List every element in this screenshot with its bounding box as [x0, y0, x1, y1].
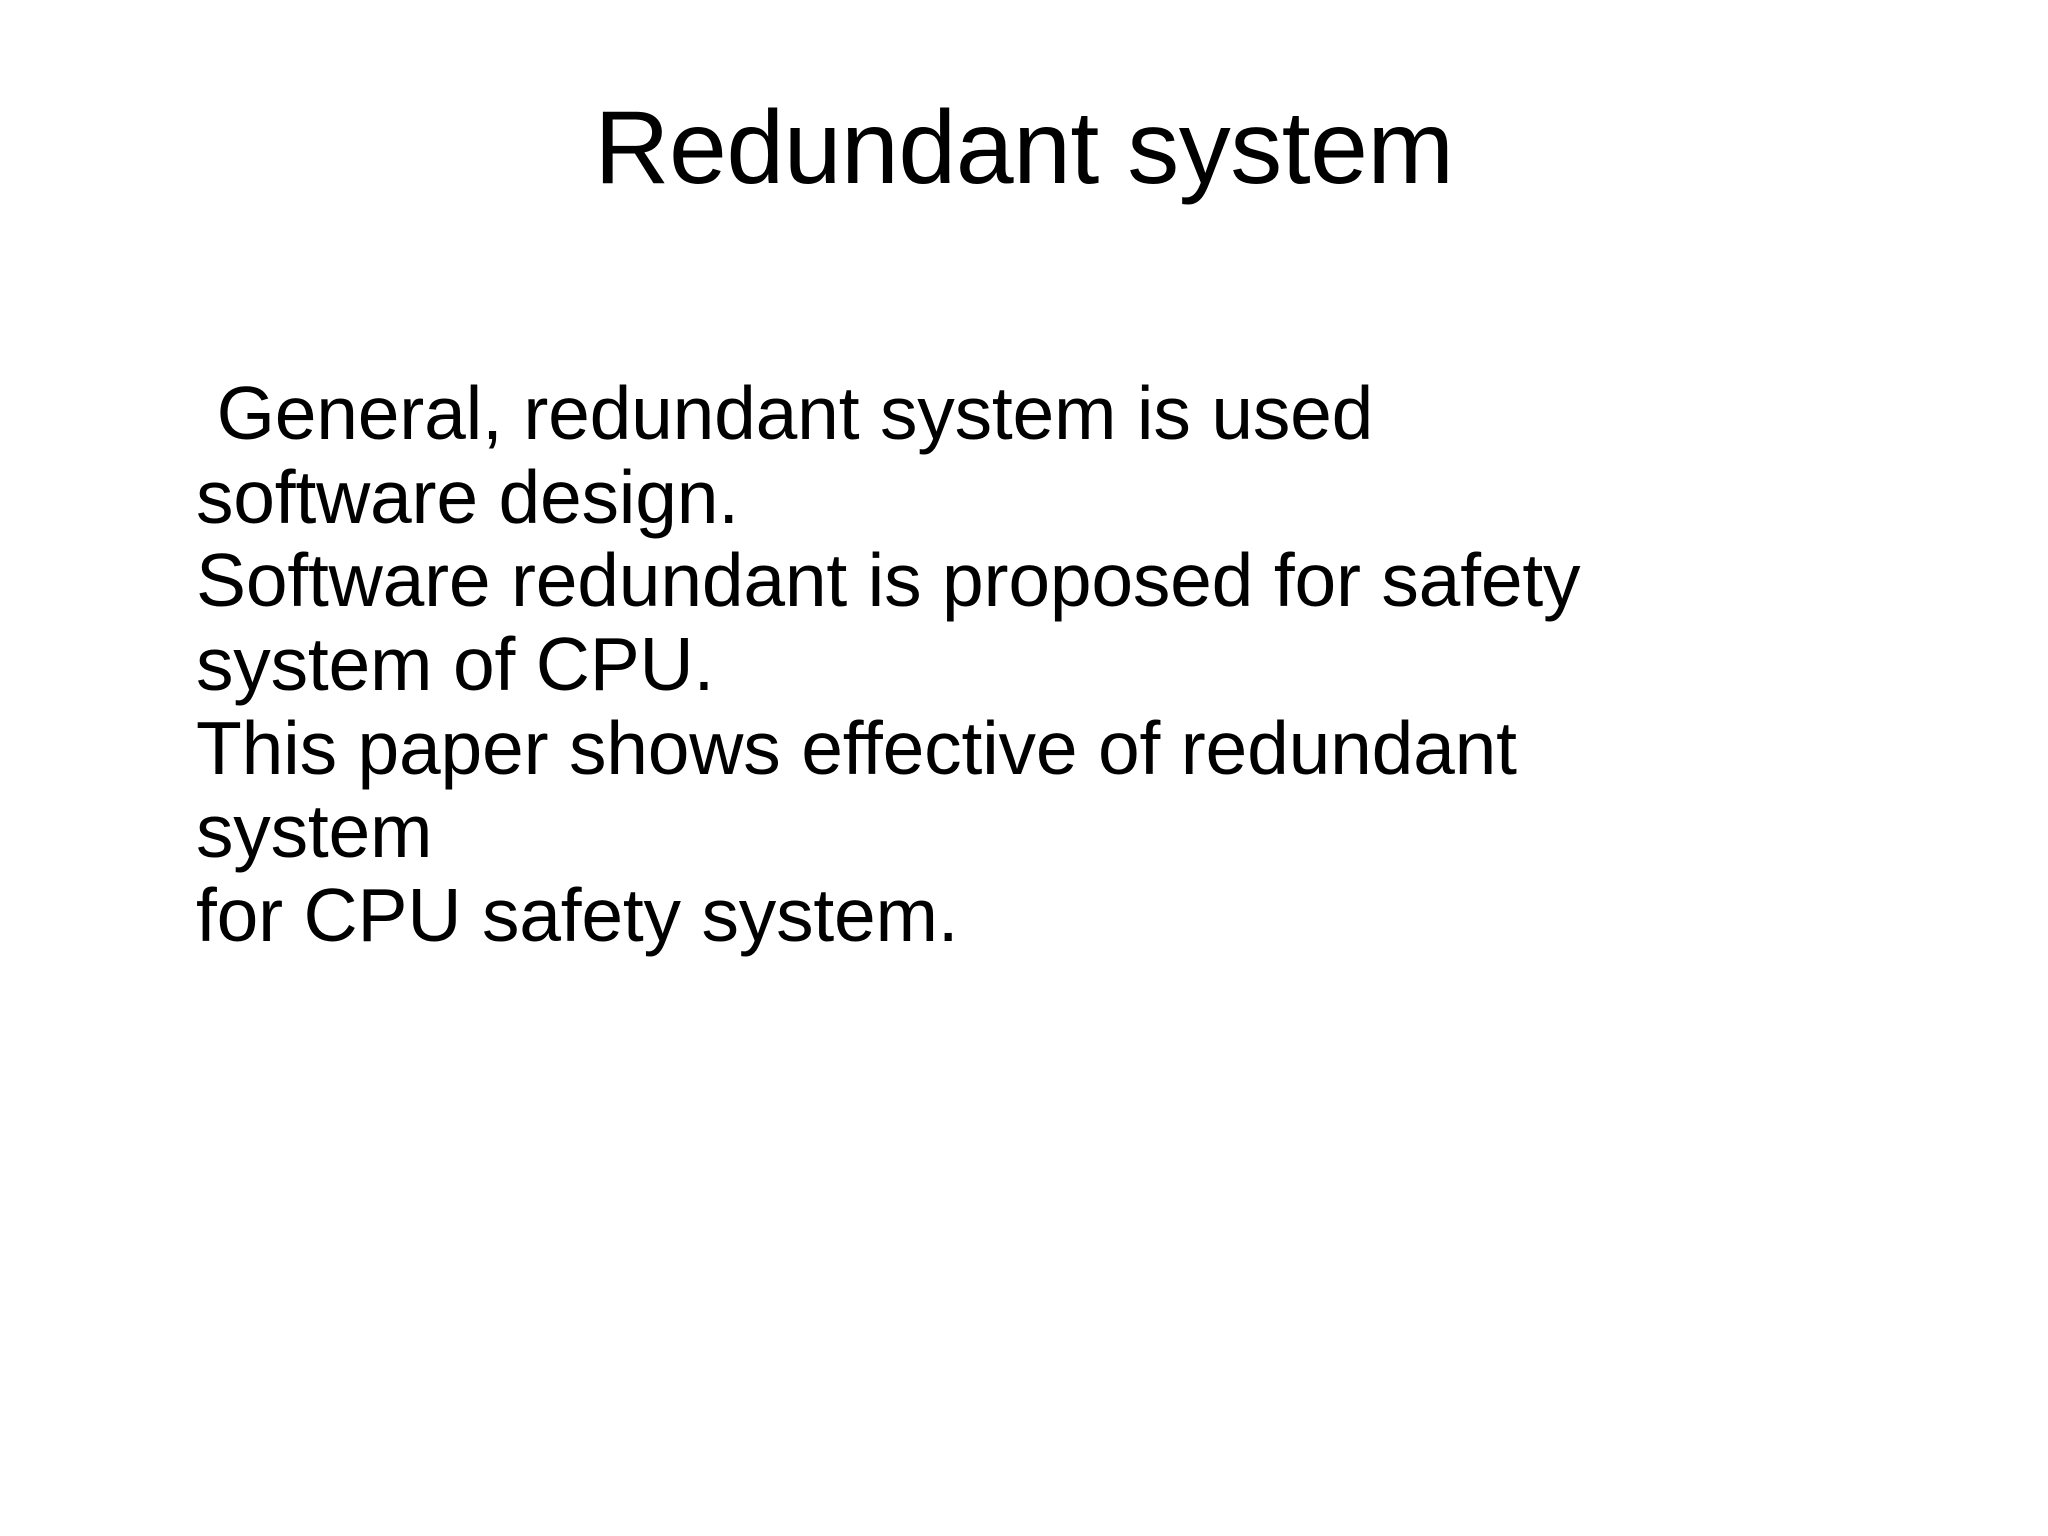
body-line: Software redundant is proposed for safet…	[196, 538, 1581, 623]
body-line: system of CPU.	[196, 621, 715, 706]
body-line: for CPU safety system.	[196, 872, 959, 957]
body-line: This paper shows effective of redundant	[196, 705, 1517, 790]
body-line: software design.	[196, 454, 739, 539]
body-line: General, redundant system is used	[196, 371, 1374, 455]
slide-body-text: General, redundant system is used softwa…	[196, 371, 1986, 957]
page-title: Redundant system	[594, 90, 1454, 206]
body-line: system	[196, 789, 433, 874]
